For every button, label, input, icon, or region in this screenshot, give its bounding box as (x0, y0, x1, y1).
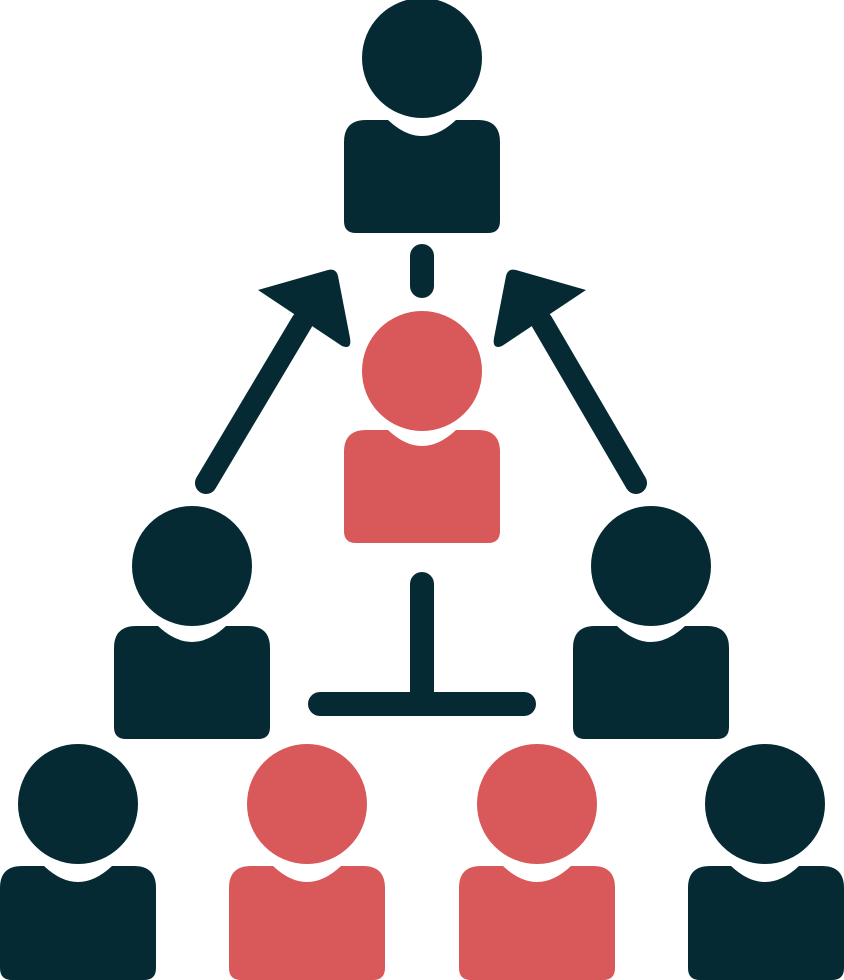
person-body (573, 626, 729, 739)
arrowhead (258, 269, 351, 347)
person-bottom-1-icon (0, 744, 156, 980)
person-head (705, 744, 825, 864)
person-bottom-3-icon (459, 744, 615, 980)
arrow-left-icon (195, 269, 351, 494)
person-top-icon (344, 0, 500, 233)
person-body (344, 430, 500, 543)
person-head (247, 744, 367, 864)
person-head (477, 744, 597, 864)
person-body (459, 866, 615, 980)
arrow-right-icon (493, 269, 647, 494)
person-body (688, 866, 844, 980)
person-body (0, 866, 156, 980)
person-mid-right-icon (573, 506, 729, 739)
person-head (18, 744, 138, 864)
person-center-icon (344, 311, 500, 543)
person-head (132, 506, 252, 626)
arrowhead (493, 269, 586, 347)
person-body (344, 120, 500, 233)
arrow-shaft (195, 311, 313, 494)
person-body (114, 626, 270, 739)
arrow-shaft (531, 311, 647, 494)
person-body (229, 866, 385, 980)
person-mid-left-icon (114, 506, 270, 739)
person-head (591, 506, 711, 626)
person-head (362, 0, 482, 118)
person-bottom-4-icon (688, 744, 844, 980)
person-bottom-2-icon (229, 744, 385, 980)
person-head (362, 311, 482, 431)
connector-lines (308, 244, 536, 716)
